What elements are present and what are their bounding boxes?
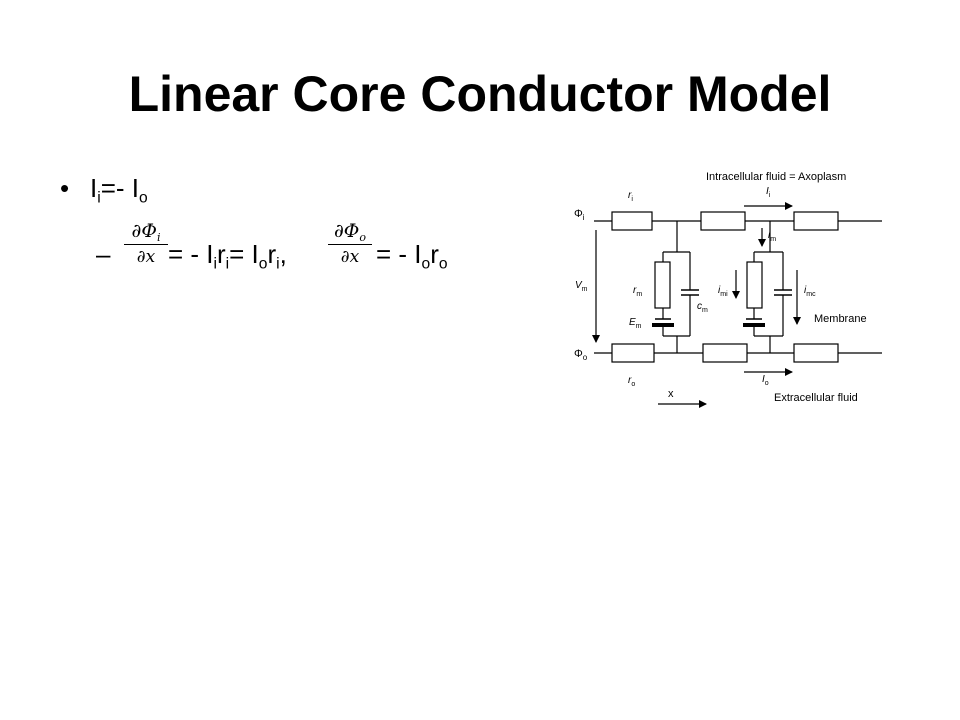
equation-part-1: = - Iiri= Iori, — [168, 239, 287, 273]
Io-label: Io — [762, 374, 769, 387]
resistor-ri-1 — [611, 211, 653, 231]
bullet-marker: • — [60, 173, 70, 203]
resistor-ro-1 — [611, 343, 655, 363]
imi-label: imi — [718, 285, 728, 298]
slide-title: Linear Core Conductor Model — [128, 66, 832, 122]
current-I: I — [90, 173, 98, 203]
core-conductor-circuit-diagram: Intracellular fluid = Axoplasm Membrane … — [574, 171, 882, 408]
intracellular-fluid-label: Intracellular fluid = Axoplasm — [706, 171, 846, 183]
imc-label: imc — [804, 285, 816, 298]
bullet-item-1: • Ii=- Io — [60, 170, 148, 206]
sub-bullet-marker: – — [96, 239, 111, 269]
resistor-ri-2 — [700, 211, 746, 231]
im-label: im — [768, 230, 776, 243]
cm-label: cm — [697, 301, 708, 314]
fraction-dphi-i-dx: ∂Φi ∂x — [124, 220, 168, 267]
fraction-numerator: ∂Φi — [131, 220, 161, 244]
current-o-subscript: o — [139, 189, 148, 207]
rm-label: rm — [633, 285, 642, 298]
phi-o-label: Φo — [574, 348, 588, 362]
equation-text: =- I — [100, 173, 139, 203]
fraction-denominator: ∂x — [136, 247, 156, 267]
resistor-ro-3 — [793, 343, 839, 363]
membrane-label: Membrane — [814, 313, 867, 325]
resistor-rm-1 — [654, 261, 671, 309]
resistor-rm-2 — [746, 261, 763, 309]
resistor-ri-3 — [793, 211, 839, 231]
resistor-ro-2 — [702, 343, 748, 363]
fraction-denominator: ∂x — [340, 247, 360, 267]
fraction-bar — [124, 244, 168, 245]
equation-part-2: = - Ioro — [376, 239, 448, 273]
phi-i-label: Φi — [574, 208, 585, 222]
ri-label: ri — [628, 190, 633, 203]
current-i-subscript: i — [97, 189, 101, 207]
fraction-dphi-o-dx: ∂Φo ∂x — [328, 220, 372, 267]
ro-label: ro — [628, 375, 635, 388]
extracellular-fluid-label: Extracellular fluid — [774, 392, 858, 404]
Ii-label: Ii — [766, 186, 771, 199]
fraction-bar — [328, 244, 372, 245]
em-label: Em — [629, 317, 642, 330]
x-label: x — [668, 388, 674, 400]
fraction-numerator: ∂Φo — [333, 220, 367, 244]
vm-label: Vm — [575, 280, 588, 293]
